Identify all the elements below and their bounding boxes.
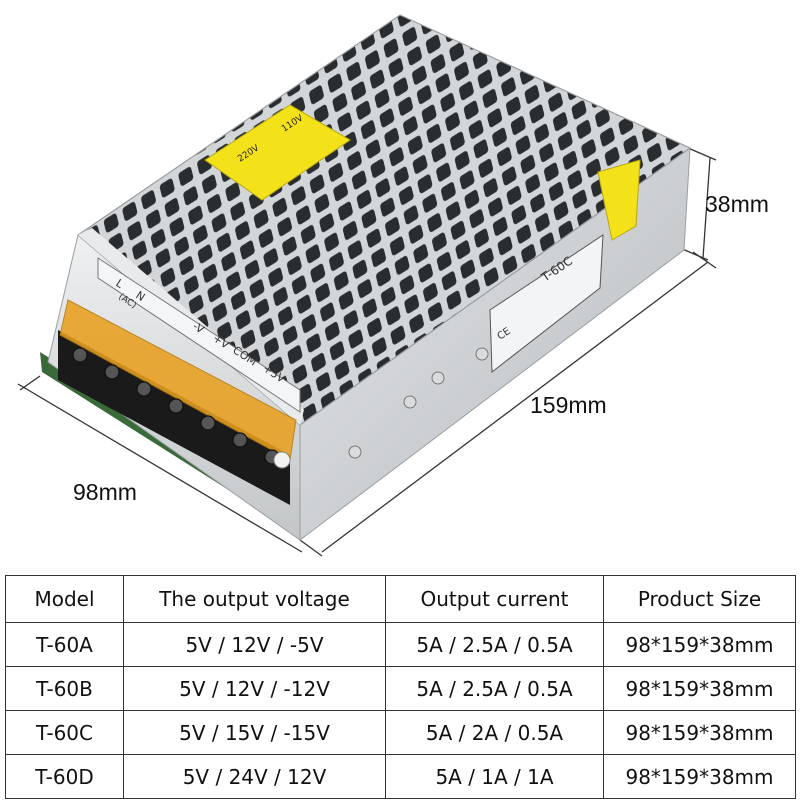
header-output-voltage: The output voltage <box>123 575 386 623</box>
cell-model: T-60D <box>5 754 124 799</box>
width-dimension-label: 98mm <box>73 479 137 505</box>
dimension-lines <box>17 147 717 557</box>
cell-size: 98*159*38mm <box>603 710 796 755</box>
table-row: T-60A 5V / 12V / -5V 5A / 2.5A / 0.5A 98… <box>5 622 796 667</box>
cell-current: 5A / 1A / 1A <box>385 754 604 799</box>
power-supply-illustration: 220V 110V T-60C CE L N (AC) -V +V COM +5… <box>17 14 717 557</box>
cell-current: 5A / 2.5A / 0.5A <box>385 666 604 711</box>
spec-table: Model The output voltage Output current … <box>5 575 796 799</box>
cell-current: 5A / 2.5A / 0.5A <box>385 622 604 667</box>
adjust-potentiometer <box>273 451 291 469</box>
terminal-label-strip: L N (AC) -V +V COM +5V <box>97 257 301 413</box>
table-row: T-60B 5V / 12V / -12V 5A / 2.5A / 0.5A 9… <box>5 666 796 711</box>
cell-current: 5A / 2A / 0.5A <box>385 710 604 755</box>
header-model: Model <box>5 575 124 623</box>
cell-voltage: 5V / 12V / -5V <box>123 622 386 667</box>
cell-size: 98*159*38mm <box>603 622 796 667</box>
cell-size: 98*159*38mm <box>603 754 796 799</box>
cell-voltage: 5V / 15V / -15V <box>123 710 386 755</box>
cell-model: T-60C <box>5 710 124 755</box>
cell-model: T-60B <box>5 666 124 711</box>
length-dimension-label: 159mm <box>530 392 607 418</box>
side-sticker <box>597 159 641 241</box>
table-header-row: Model The output voltage Output current … <box>5 575 796 623</box>
header-product-size: Product Size <box>603 575 796 623</box>
chassis-screws <box>348 347 489 459</box>
cell-voltage: 5V / 12V / -12V <box>123 666 386 711</box>
voltage-warning-sticker: 220V 110V <box>204 104 351 201</box>
cell-size: 98*159*38mm <box>603 666 796 711</box>
cell-model: T-60A <box>5 622 124 667</box>
cell-voltage: 5V / 24V / 12V <box>123 754 386 799</box>
header-output-current: Output current <box>385 575 604 623</box>
table-row: T-60C 5V / 15V / -15V 5A / 2A / 0.5A 98*… <box>5 710 796 755</box>
table-row: T-60D 5V / 24V / 12V 5A / 1A / 1A 98*159… <box>5 754 796 799</box>
height-dimension-label: 38mm <box>705 191 769 217</box>
